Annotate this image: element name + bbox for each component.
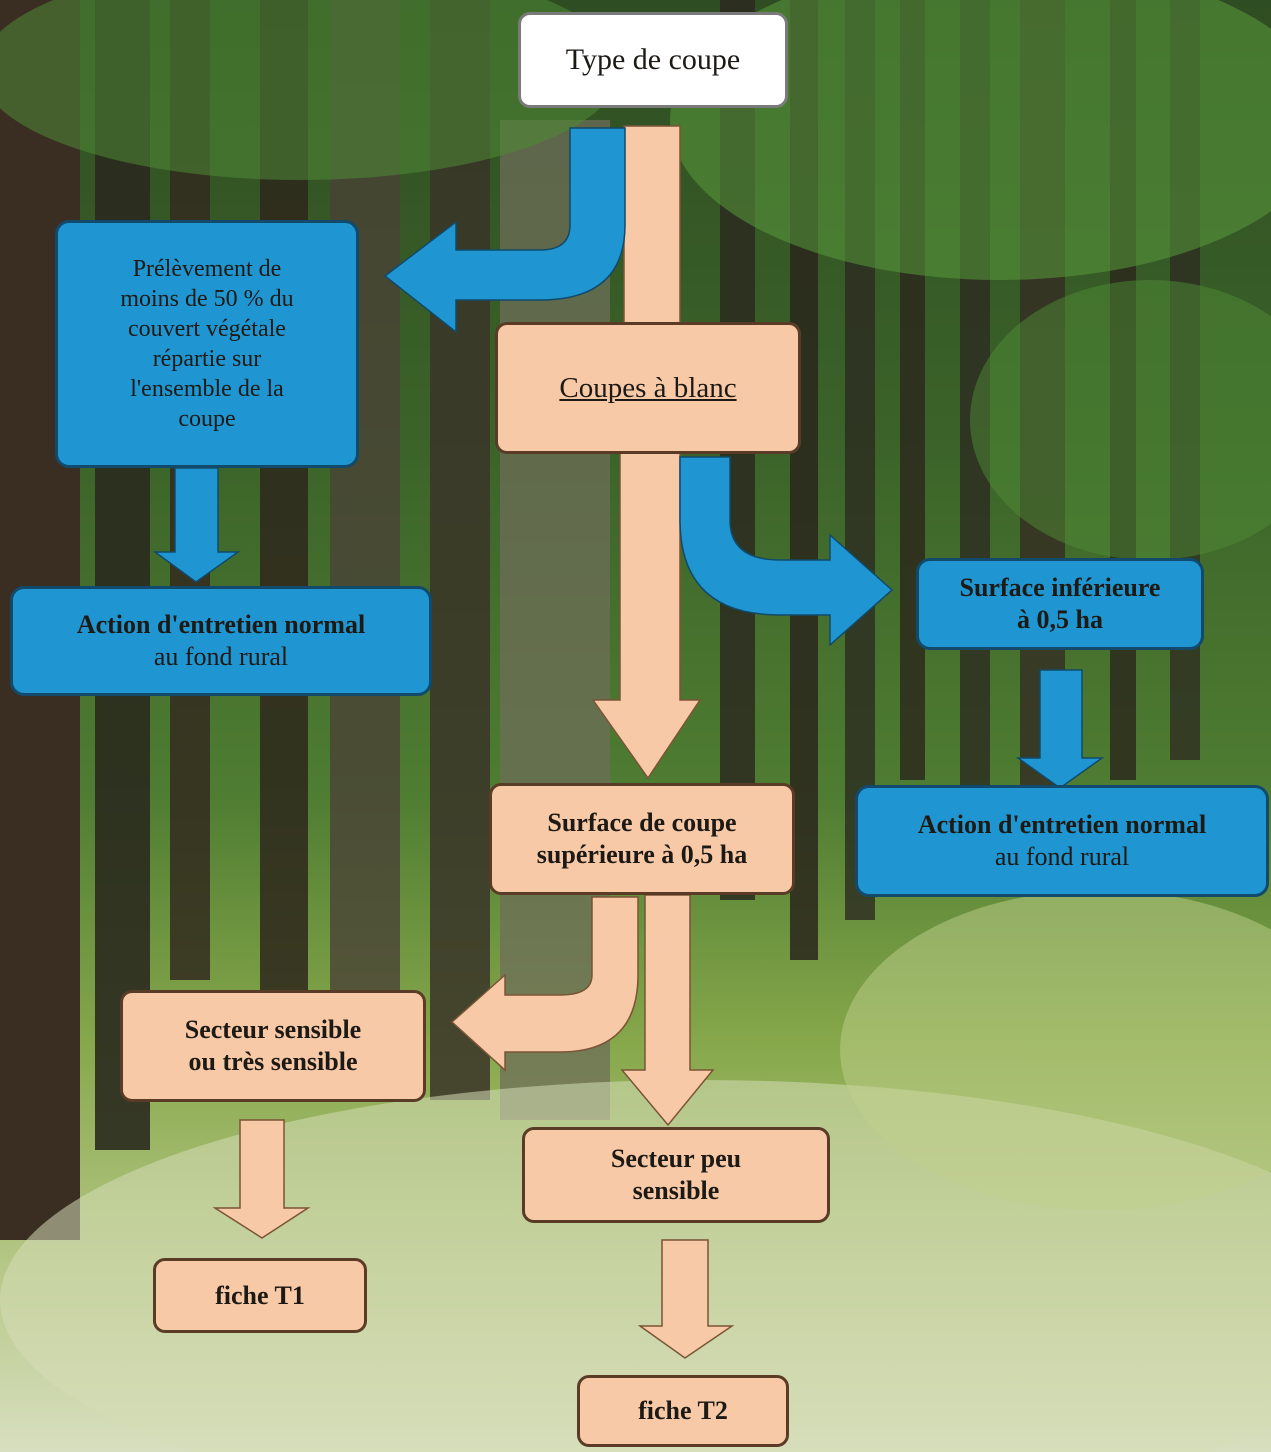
prelevement-line-3: couvert végétale — [128, 316, 286, 342]
surface-inf-line-1: Surface inférieure — [959, 572, 1161, 602]
secteur-peu-sensible-node: Secteur peu sensible — [522, 1127, 830, 1223]
secteur-peu-line-2: sensible — [632, 1176, 720, 1205]
coupes-a-blanc-node: Coupes à blanc — [495, 322, 801, 454]
surface-sup-line-2: supérieure à 0,5 ha — [536, 840, 748, 869]
surface-sup-line-1: Surface de coupe — [547, 807, 737, 837]
fiche-t1-label: fiche T1 — [215, 1280, 305, 1310]
secteur-sensible-line-1: Secteur sensible — [184, 1014, 362, 1044]
arrow-peu-to-t2 — [637, 1239, 735, 1359]
secteur-sensible-line-2: ou très sensible — [188, 1047, 358, 1076]
arrow-type-to-prelevement — [383, 127, 626, 334]
arrow-surface-to-secteur-peu — [620, 894, 715, 1127]
arrow-type-to-coupes — [623, 125, 681, 327]
prelevement-line-5: l'ensemble de la — [130, 376, 284, 402]
action-right-title: Action d'entretien normal — [917, 809, 1207, 839]
prelevement-line-4: répartie sur — [152, 346, 262, 372]
fiche-t1-node: fiche T1 — [153, 1258, 367, 1333]
prelevement-line-6: coupe — [178, 406, 236, 432]
arrow-prelevement-to-action — [152, 467, 241, 583]
prelevement-node: Prélèvement de moins de 50 % du couvert … — [55, 220, 359, 468]
prelevement-line-1: Prélèvement de — [132, 256, 282, 282]
action-entretien-right-node: Action d'entretien normal au fond rural — [855, 785, 1269, 897]
secteur-sensible-node: Secteur sensible ou très sensible — [120, 990, 426, 1102]
arrow-coupes-to-surface-inf — [679, 456, 894, 647]
type-de-coupe-node: Type de coupe — [518, 12, 788, 108]
arrow-surface-inf-to-action — [1015, 669, 1105, 789]
prelevement-line-2: moins de 50 % du — [120, 286, 294, 312]
surface-inf-line-2: à 0,5 ha — [1017, 605, 1103, 634]
action-right-subtitle: au fond rural — [994, 842, 1130, 871]
fiche-t2-label: fiche T2 — [638, 1396, 728, 1425]
fiche-t2-node: fiche T2 — [577, 1375, 789, 1447]
action-left-subtitle: au fond rural — [153, 642, 289, 671]
secteur-peu-line-1: Secteur peu — [610, 1143, 742, 1173]
surface-superieure-node: Surface de coupe supérieure à 0,5 ha — [489, 783, 795, 895]
arrow-sensible-to-t1 — [212, 1119, 311, 1239]
action-entretien-left-node: Action d'entretien normal au fond rural — [10, 586, 432, 696]
surface-inferieure-node: Surface inférieure à 0,5 ha — [916, 558, 1204, 650]
type-de-coupe-label: Type de coupe — [565, 43, 741, 76]
arrow-surface-to-secteur-sensible — [450, 896, 639, 1072]
coupes-a-blanc-label: Coupes à blanc — [559, 371, 737, 404]
action-left-title: Action d'entretien normal — [76, 609, 366, 639]
